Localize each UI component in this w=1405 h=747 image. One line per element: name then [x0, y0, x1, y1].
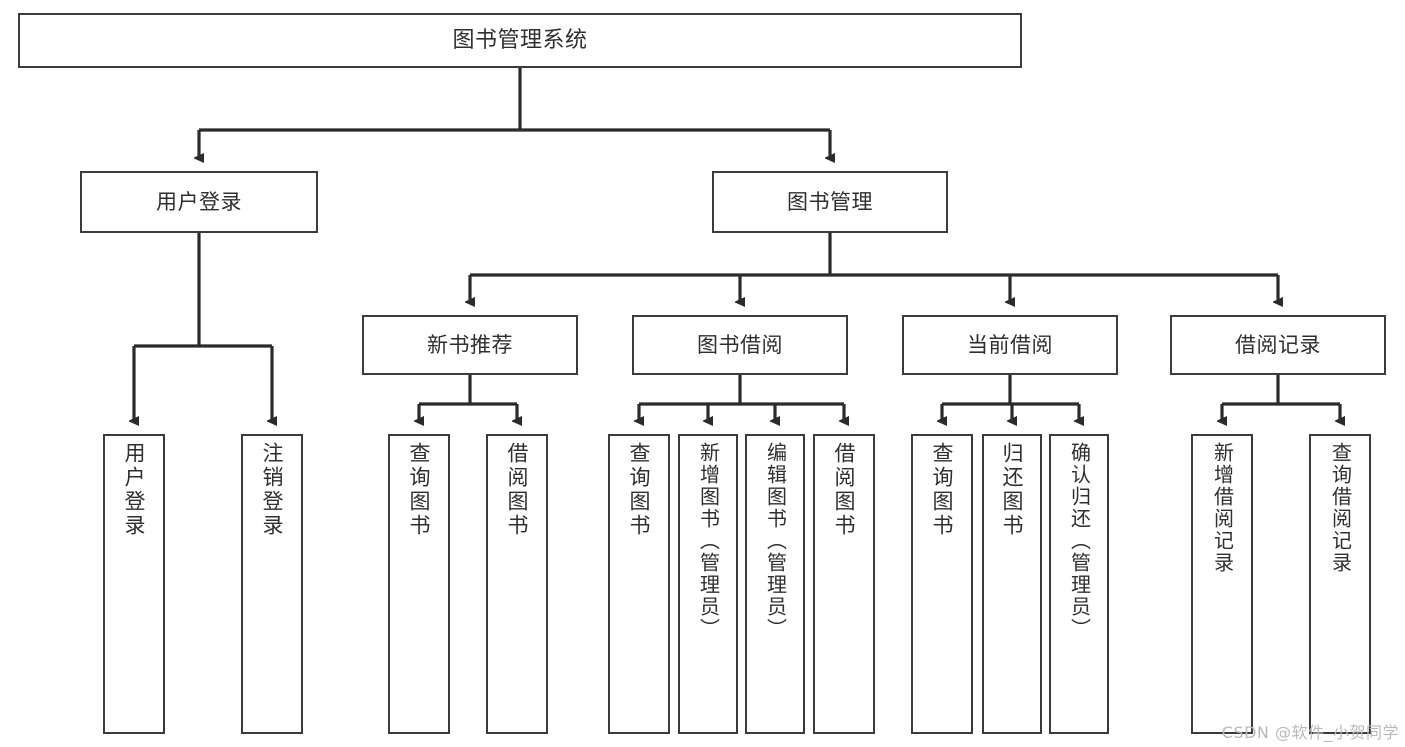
- leaf-query-book[interactable]: 查询图书: [608, 434, 670, 734]
- leaf-edit-book-admin[interactable]: 编辑图书（管理员）: [745, 434, 805, 734]
- leaf-confirm-return-admin-label: 确认归还（管理员）: [1067, 442, 1092, 640]
- leaf-query-book-current[interactable]: 查询图书: [911, 434, 973, 734]
- leaf-return-book[interactable]: 归还图书: [982, 434, 1042, 734]
- leaf-logout-label: 注销登录: [260, 442, 285, 538]
- leaf-add-borrow-record-label: 新增借阅记录: [1210, 442, 1235, 574]
- leaf-user-login[interactable]: 用户登录: [103, 434, 165, 734]
- leaf-edit-book-admin-label: 编辑图书（管理员）: [763, 442, 788, 640]
- leaf-query-book-current-label: 查询图书: [930, 442, 955, 538]
- leaf-query-book-recommend-label: 查询图书: [407, 442, 432, 538]
- node-borrow-records[interactable]: 借阅记录: [1170, 315, 1386, 375]
- leaf-query-book-recommend[interactable]: 查询图书: [388, 434, 450, 734]
- leaf-confirm-return-admin[interactable]: 确认归还（管理员）: [1049, 434, 1109, 734]
- node-user-login[interactable]: 用户登录: [80, 171, 318, 233]
- leaf-add-book-admin[interactable]: 新增图书（管理员）: [678, 434, 738, 734]
- leaf-query-borrow-record-label: 查询借阅记录: [1328, 442, 1353, 574]
- leaf-borrow-book-recommend[interactable]: 借阅图书: [486, 434, 548, 734]
- node-book-management-label: 图书管理: [787, 189, 873, 214]
- leaf-add-borrow-record[interactable]: 新增借阅记录: [1191, 434, 1253, 734]
- node-root-label: 图书管理系统: [452, 27, 588, 53]
- node-book-management[interactable]: 图书管理: [712, 171, 948, 233]
- leaf-borrow-book-recommend-label: 借阅图书: [505, 442, 530, 538]
- leaf-return-book-label: 归还图书: [1000, 442, 1025, 538]
- node-borrow-records-label: 借阅记录: [1235, 332, 1321, 357]
- leaf-query-borrow-record[interactable]: 查询借阅记录: [1309, 434, 1371, 734]
- node-new-book-recommend-label: 新书推荐: [427, 332, 513, 357]
- leaf-borrow-book[interactable]: 借阅图书: [813, 434, 875, 734]
- node-new-book-recommend[interactable]: 新书推荐: [362, 315, 578, 375]
- node-root[interactable]: 图书管理系统: [18, 13, 1022, 68]
- leaf-add-book-admin-label: 新增图书（管理员）: [696, 442, 721, 640]
- leaf-user-login-label: 用户登录: [122, 442, 147, 538]
- node-user-login-label: 用户登录: [156, 189, 242, 214]
- node-current-borrow[interactable]: 当前借阅: [902, 315, 1118, 375]
- leaf-query-book-label: 查询图书: [627, 442, 652, 538]
- leaf-borrow-book-label: 借阅图书: [832, 442, 857, 538]
- leaf-logout[interactable]: 注销登录: [241, 434, 303, 734]
- node-book-borrow[interactable]: 图书借阅: [632, 315, 848, 375]
- watermark: CSDN @软件_小贺同学: [1221, 723, 1399, 742]
- node-current-borrow-label: 当前借阅: [967, 332, 1053, 357]
- node-book-borrow-label: 图书借阅: [697, 332, 783, 357]
